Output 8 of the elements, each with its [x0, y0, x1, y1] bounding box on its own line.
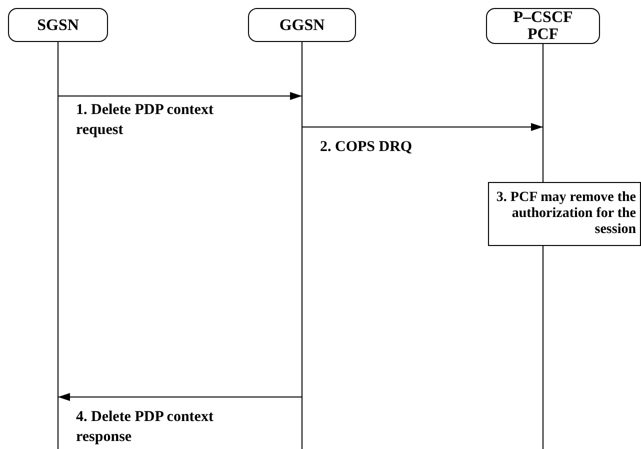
message-arrow — [58, 393, 302, 401]
node-text: SGSN — [37, 16, 79, 34]
message-arrow — [302, 123, 544, 131]
node-text: P–CSCF PCF — [512, 9, 574, 43]
node-text: 3. PCF may remove the authorization for the session — [495, 190, 636, 238]
message-arrow — [58, 92, 302, 100]
action-box — [488, 182, 641, 246]
node-text: GGSN — [279, 16, 325, 34]
